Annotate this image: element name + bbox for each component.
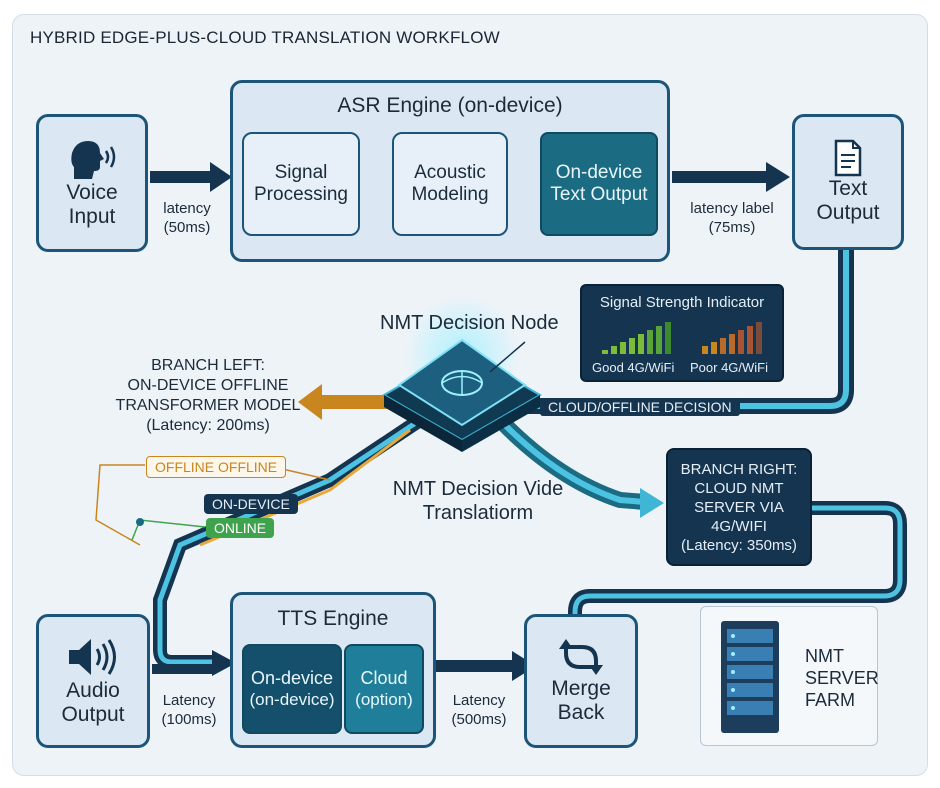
merge-arrows-icon [559, 639, 603, 675]
arrow-tts-to-merge [436, 651, 536, 681]
tts-on-device-box: On-device (on-device) [242, 644, 342, 734]
latency-tts-label: Latency (100ms) [152, 688, 226, 732]
pipe-branch-right-to-merge [568, 501, 907, 618]
server-farm-label: NMT SERVER FARM [805, 645, 879, 711]
signal-strength-panel: Signal Strength Indicator Good 4G/WiFi P… [580, 284, 784, 382]
latency-tts-line1: Latency [162, 692, 216, 709]
latency-in-label: latency (50ms) [150, 196, 224, 240]
branch-right-line3: SERVER VIA [694, 498, 784, 516]
audio-output-box: Audio Output [36, 614, 150, 748]
latency-in-line1: latency [163, 200, 211, 217]
latency-merge-line2: (500ms) [451, 711, 507, 728]
latency-out-line1: latency label [690, 200, 774, 217]
cloud-offline-decision-label: CLOUD/OFFLINE DECISION [540, 398, 740, 416]
branch-right-line2: CLOUD NMT [694, 479, 784, 497]
voice-input-box: Voice Input [36, 114, 148, 252]
voice-input-label-2: Input [68, 205, 116, 228]
signal-processing-box: Signal Processing [242, 132, 360, 236]
latency-out-label: latency label (75ms) [680, 196, 784, 240]
merge-back-box: Merge Back [524, 614, 638, 748]
branch-left-line3: TRANSFORMER MODEL [115, 397, 301, 414]
offline-tag: OFFLINE OFFLINE [146, 456, 287, 478]
branch-left-line1: BRANCH LEFT: [151, 357, 265, 374]
poor-signal-bars [702, 322, 762, 354]
on-device-text-line2: Text Output [550, 184, 648, 205]
branch-right-line4: 4G/WIFI [711, 517, 767, 535]
merge-back-line1: Merge [551, 677, 611, 700]
server-farm-box: NMT SERVER FARM [700, 606, 879, 746]
tts-cloud-line2: (option) [355, 690, 413, 709]
signal-processing-line2: Processing [254, 184, 348, 205]
page-title: HYBRID EDGE-PLUS-CLOUD TRANSLATION WORKF… [30, 28, 500, 47]
tts-cloud-line1: Cloud [360, 668, 408, 688]
branch-left-label: BRANCH LEFT: ON-DEVICE OFFLINE TRANSFORM… [108, 356, 308, 436]
speaker-icon [69, 639, 116, 675]
branch-right-box: BRANCH RIGHT: CLOUD NMT SERVER VIA 4G/WI… [666, 448, 812, 566]
nmt-vide-line1: NMT Decision Vide [392, 478, 564, 500]
on-device-text-output-box: On-device Text Output [540, 132, 658, 236]
server-farm-line2: SERVER [805, 668, 879, 688]
text-output-box: Text Output [792, 114, 904, 250]
nmt-decision-node-label: NMT Decision Node [380, 312, 559, 334]
latency-tts-line2: (100ms) [161, 711, 217, 728]
voice-input-label-1: Voice [66, 181, 118, 204]
on-device-text-line1: On-device [555, 162, 643, 183]
good-signal-bars [602, 322, 671, 354]
latency-out-line2: (75ms) [708, 219, 756, 236]
signal-good-label: Good 4G/WiFi [592, 360, 675, 375]
pipe-decision-to-branch-right [499, 419, 664, 518]
arrow-voice-to-asr [150, 162, 232, 192]
branch-left-line4: (Latency: 200ms) [146, 417, 270, 434]
tts-on-device-line2: (on-device) [249, 690, 335, 709]
acoustic-modeling-box: Acoustic Modeling [392, 132, 508, 236]
speaking-head-icon [71, 141, 116, 179]
asr-engine-title: ASR Engine (on-device) [337, 94, 563, 117]
decision-node-chip [381, 295, 543, 452]
online-tag: ONLINE [206, 518, 275, 538]
signal-bars [602, 322, 762, 354]
nmt-vide-line2: Translatiorm [422, 502, 534, 524]
signal-strength-title: Signal Strength Indicator [599, 294, 765, 311]
document-icon [834, 139, 862, 177]
on-device-tag: ON-DEVICE [204, 494, 298, 514]
branch-right-line5: (Latency: 350ms) [681, 536, 797, 554]
server-farm-line1: NMT [805, 646, 844, 666]
nmt-decision-vide-label: NMT Decision Vide Translatiorm [378, 476, 578, 526]
audio-output-line1: Audio [66, 679, 120, 702]
audio-output-line2: Output [61, 703, 125, 726]
latency-merge-line1: Latency [452, 692, 506, 709]
acoustic-modeling-line1: Acoustic [414, 162, 486, 183]
merge-back-line2: Back [557, 701, 605, 724]
text-output-line1: Text [828, 177, 868, 200]
tts-engine-title: TTS Engine [277, 607, 389, 630]
arrow-asr-to-text-output [672, 162, 790, 192]
server-farm-line3: FARM [805, 690, 856, 710]
pipe-text-to-decision [520, 250, 854, 414]
tts-on-device-line1: On-device [250, 668, 334, 688]
latency-in-line2: (50ms) [163, 219, 211, 236]
acoustic-modeling-line2: Modeling [411, 184, 489, 205]
signal-processing-line1: Signal [274, 162, 328, 183]
branch-right-line1: BRANCH RIGHT: [680, 460, 798, 478]
text-output-line2: Output [816, 201, 880, 224]
signal-poor-label: Poor 4G/WiFi [690, 360, 769, 375]
tts-cloud-box: Cloud (option) [344, 644, 424, 734]
latency-merge-label: Latency (500ms) [440, 688, 518, 732]
branch-left-line2: ON-DEVICE OFFLINE [127, 377, 289, 394]
arrow-tts-to-audio [152, 664, 212, 674]
server-rack-icon [721, 621, 779, 733]
